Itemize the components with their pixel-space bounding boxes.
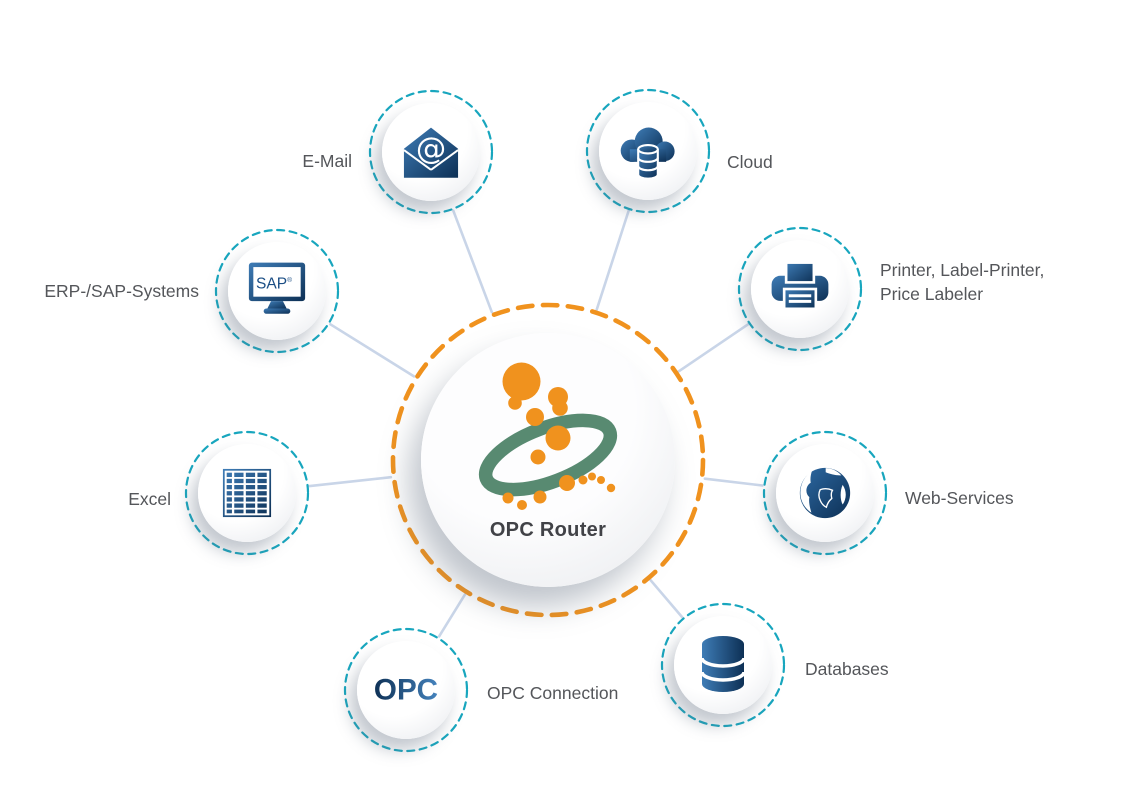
label-erp-sap: ERP-/SAP-Systems	[44, 281, 199, 301]
node-web-services	[762, 430, 888, 556]
connector-line-db	[649, 578, 684, 619]
web-node-circle	[776, 444, 874, 542]
connector-line-excel	[308, 475, 393, 488]
hub-opc-router: OPC Router	[390, 302, 706, 618]
connector-line-sap	[329, 322, 416, 378]
database-cylinder-icon	[700, 636, 746, 692]
sap-monitor-icon: SAP®	[248, 262, 306, 314]
label-web-services: Web-Services	[905, 488, 1014, 508]
label-printer-line2: Price Labeler	[880, 284, 984, 305]
label-printer-line1: Printer, Label-Printer,	[880, 260, 1045, 280]
node-cloud	[585, 88, 711, 214]
dashed-ring	[368, 89, 494, 215]
connector-line-printer	[677, 323, 750, 373]
databases-node-circle	[674, 616, 772, 714]
dashed-ring	[343, 627, 469, 753]
label-cloud: Cloud	[727, 152, 773, 172]
dashed-ring	[737, 226, 863, 352]
node-excel	[184, 430, 310, 556]
label-opc-connection: OPC Connection	[487, 683, 619, 703]
dashed-ring	[762, 430, 888, 556]
hub-title: OPC Router	[489, 519, 607, 541]
connector-line-web	[703, 477, 764, 487]
svg-text:SAP®: SAP®	[256, 275, 292, 292]
dashed-ring	[184, 430, 310, 556]
dashed-ring	[214, 228, 340, 354]
at-symbol: @	[416, 132, 446, 167]
node-databases	[660, 602, 786, 728]
opc-wordmark-text: OPC	[374, 674, 438, 707]
spreadsheet-table-icon	[222, 468, 272, 518]
printer-icon	[771, 261, 829, 311]
opc-wordmark-icon: OPC	[374, 674, 438, 707]
node-erp-sap: SAP®	[214, 228, 340, 354]
label-excel: Excel	[128, 489, 171, 509]
email-node-circle: @	[382, 103, 480, 201]
hub-dashed-ring	[390, 302, 706, 618]
connector-line-email	[452, 209, 494, 314]
connector-line-cloud	[595, 209, 630, 312]
dashed-ring	[660, 602, 786, 728]
node-email: @	[368, 89, 494, 215]
sap-node-circle: SAP®	[228, 242, 326, 340]
opc-node-circle: OPC	[357, 641, 455, 739]
email-envelope-icon: @	[403, 127, 459, 178]
opc-router-logo	[478, 362, 618, 510]
node-printer	[737, 226, 863, 352]
sap-screen-text: SAP	[256, 275, 287, 292]
node-opc-connection: OPC	[343, 627, 469, 753]
printer-node-circle	[751, 240, 849, 338]
globe-icon	[799, 467, 851, 519]
cloud-node-circle	[599, 102, 697, 200]
label-printer: Printer, Label-Printer, Price Labeler	[880, 258, 1044, 306]
connector-line-opc	[437, 593, 467, 638]
label-email: E-Mail	[302, 151, 352, 171]
cloud-database-icon	[620, 127, 675, 180]
dashed-ring	[585, 88, 711, 214]
label-databases: Databases	[805, 659, 889, 679]
hub-circle: OPC Router	[421, 333, 675, 587]
excel-node-circle	[198, 444, 296, 542]
sap-registered-mark: ®	[287, 275, 292, 283]
